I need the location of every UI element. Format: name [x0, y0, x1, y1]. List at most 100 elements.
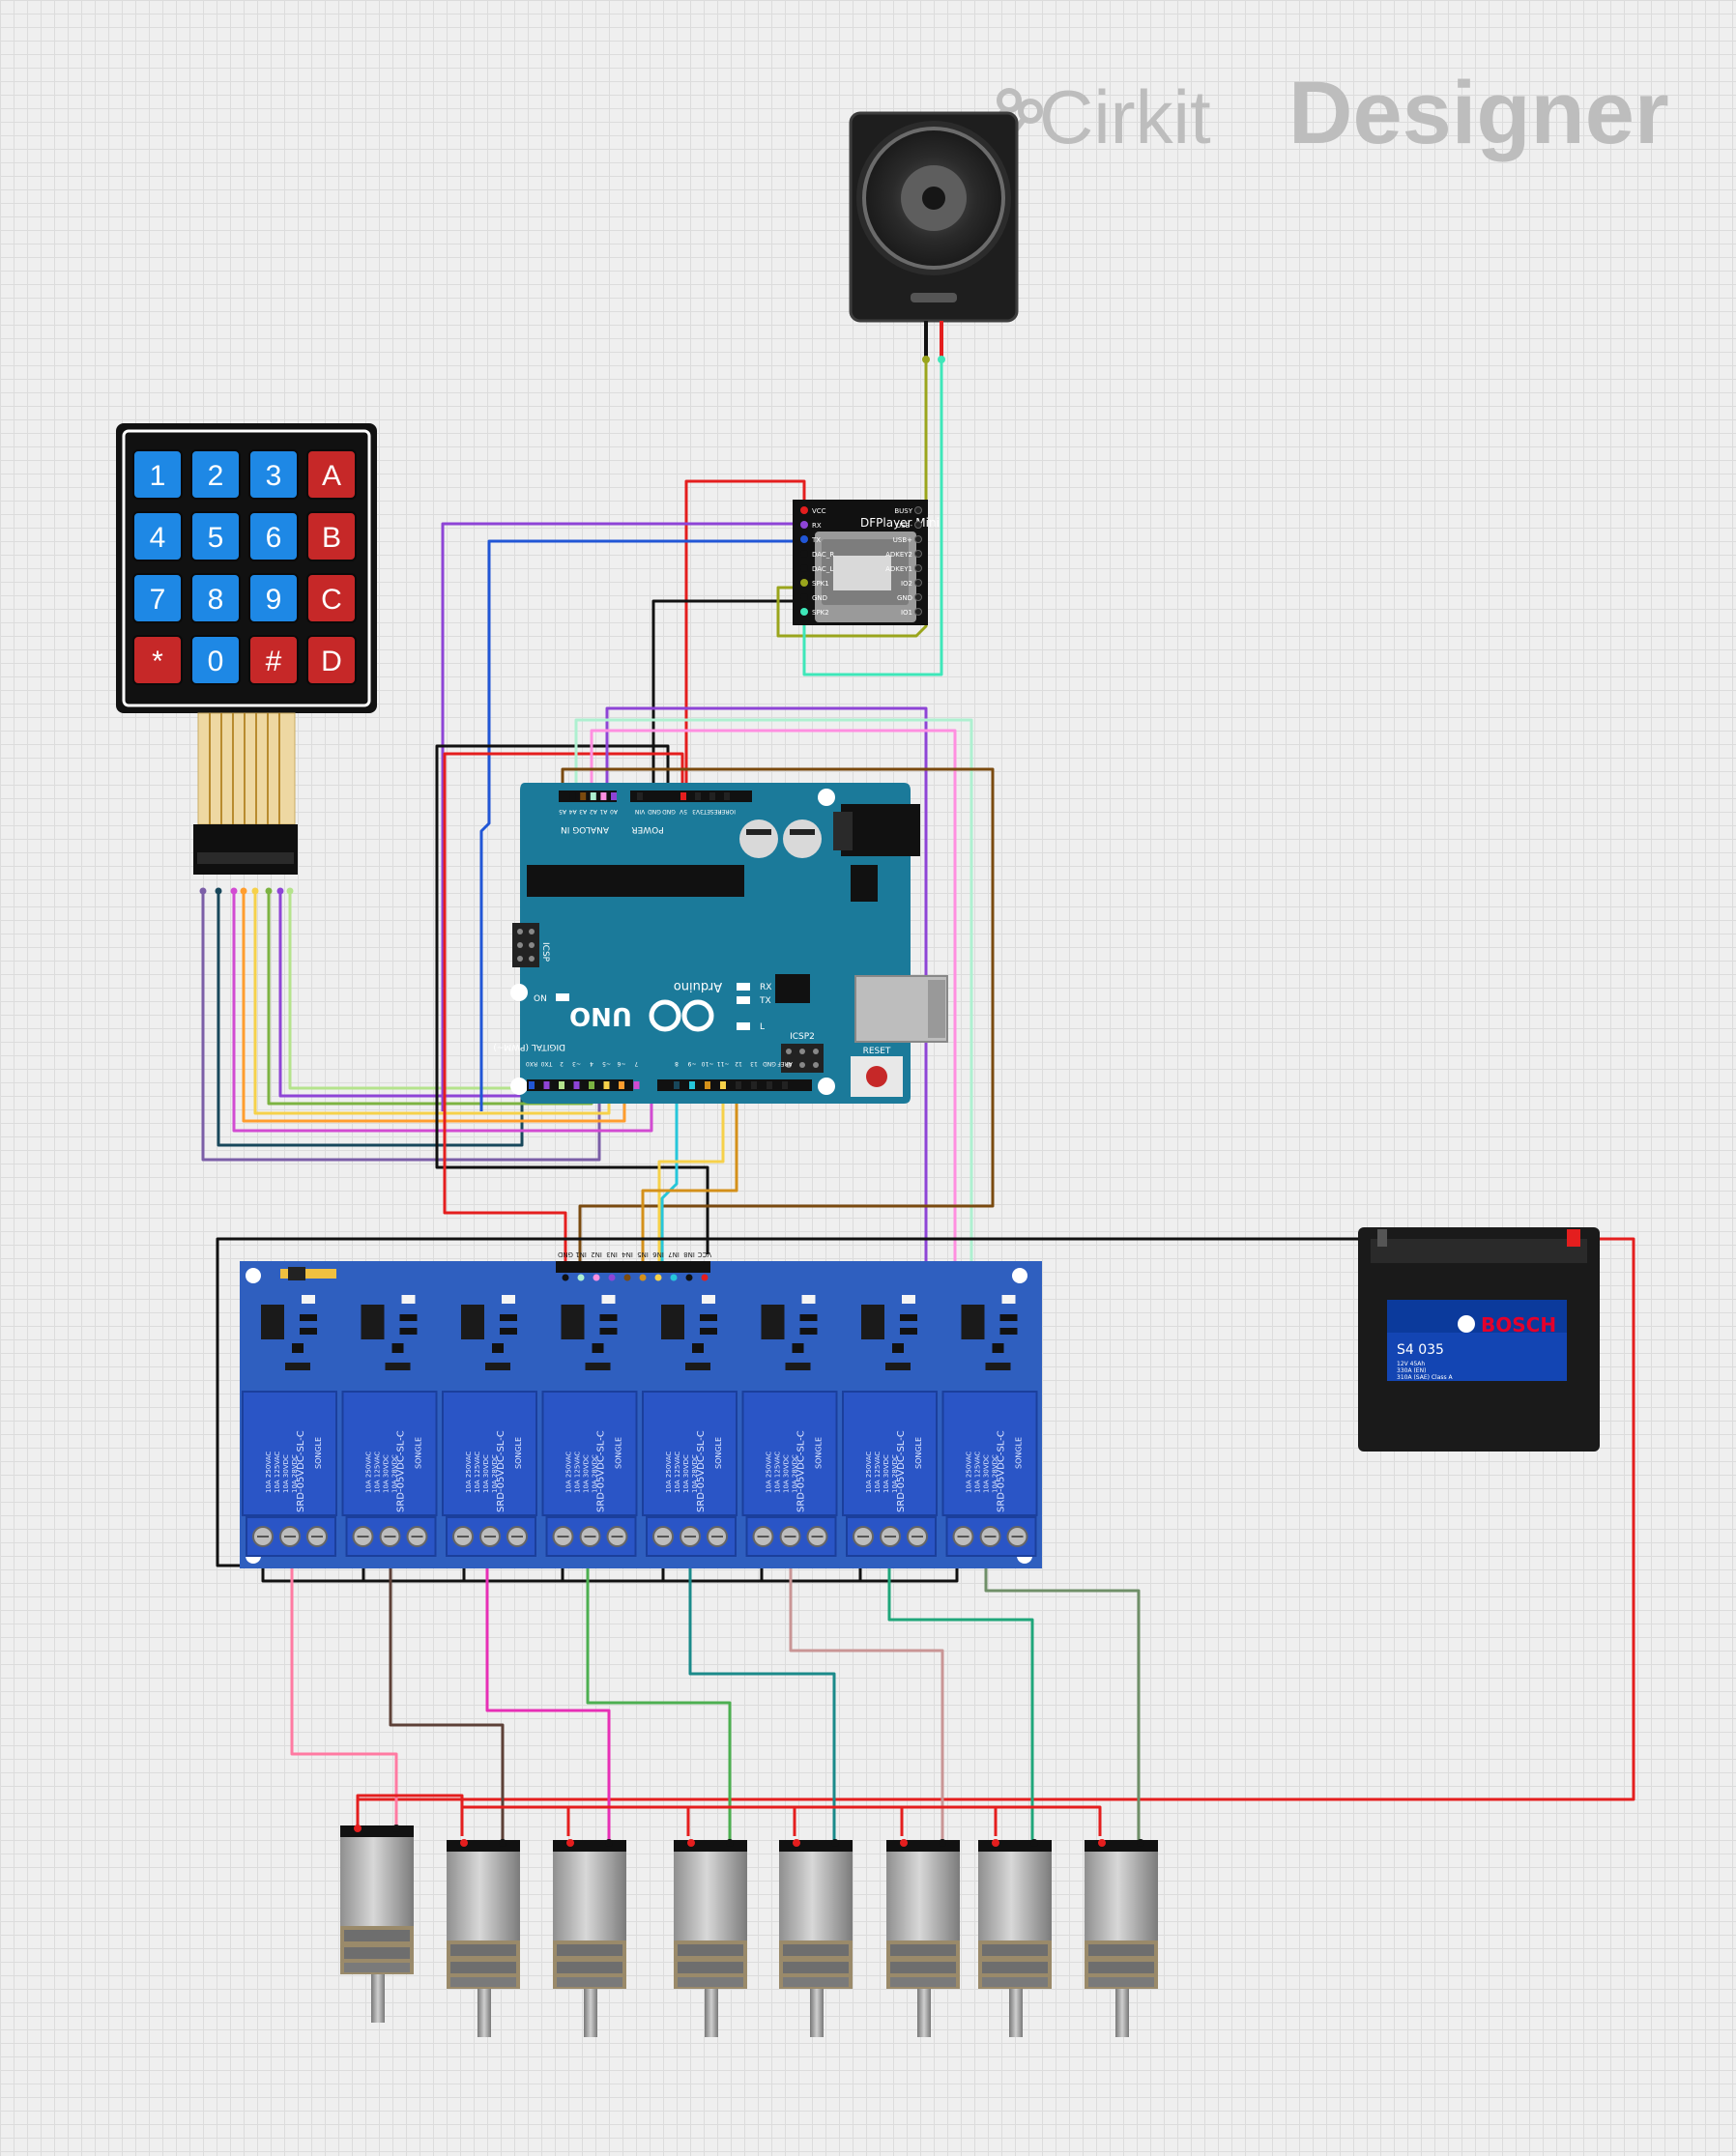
relay-pin-in2[interactable]	[593, 1274, 600, 1281]
arduino-pin-3v3[interactable]	[695, 792, 701, 800]
dfplayer-pin-rx[interactable]	[800, 521, 808, 529]
dfplayer-mini[interactable]: DFPlayer Mini VCCRXTXDAC_RDAC_LSPK1GNDSP…	[793, 500, 940, 625]
arduino-pin-a3[interactable]	[580, 792, 587, 800]
arduino-pin-pwm3[interactable]	[573, 1081, 580, 1089]
dfplayer-pin-spk1[interactable]	[800, 579, 808, 587]
motor-pin-positive[interactable]	[354, 1825, 362, 1832]
dfplayer-pin-vcc[interactable]	[800, 506, 808, 514]
relay-pin-gnd[interactable]	[562, 1274, 569, 1281]
motor-pin-positive[interactable]	[992, 1839, 999, 1847]
dfplayer-pin-gnd[interactable]	[800, 593, 808, 601]
motor-pin-positive[interactable]	[687, 1839, 695, 1847]
arduino-pin-2[interactable]	[559, 1081, 564, 1089]
dfplayer-pin-io2[interactable]	[914, 579, 922, 587]
arduino-pin-a0[interactable]	[611, 792, 617, 800]
arduino-pin-gnd[interactable]	[666, 792, 672, 800]
keypad-key-A[interactable]: A	[306, 449, 357, 500]
keypad-key-8[interactable]: 8	[190, 573, 241, 623]
relay-pin-in4[interactable]	[623, 1274, 631, 1281]
motor-pin-negative[interactable]	[1137, 1839, 1144, 1847]
arduino-pin-pwm9[interactable]	[689, 1081, 695, 1089]
battery-terminal-negative[interactable]	[1377, 1229, 1387, 1247]
arduino-pin-pwm6[interactable]	[619, 1081, 624, 1089]
keypad-key-5[interactable]: 5	[190, 511, 241, 561]
battery-terminal-positive[interactable]	[1567, 1229, 1580, 1247]
dfplayer-pin-dac_l[interactable]	[800, 564, 808, 572]
motor-pin-negative[interactable]	[499, 1839, 506, 1847]
arduino-pin-tx0[interactable]	[543, 1081, 550, 1089]
arduino-uno[interactable]: ICSP ICSP2 RESET UNO Arduino RX TX L ON …	[493, 783, 948, 1104]
arduino-pin-gnd[interactable]	[651, 792, 657, 800]
dc-motor-6[interactable]	[886, 1839, 960, 2037]
arduino-pin-8[interactable]	[674, 1081, 680, 1089]
keypad-key-0[interactable]: 0	[190, 635, 241, 685]
dc-motor-7[interactable]	[978, 1839, 1052, 2037]
dfplayer-pin-gnd[interactable]	[914, 593, 922, 601]
keypad-key-B[interactable]: B	[306, 511, 357, 561]
arduino-pin-rx0[interactable]	[529, 1081, 535, 1089]
dfplayer-pin-dac_r[interactable]	[800, 550, 808, 558]
arduino-pin-7[interactable]	[633, 1081, 640, 1089]
motor-pin-negative[interactable]	[939, 1839, 946, 1847]
speaker-pin-1[interactable]	[922, 356, 930, 363]
keypad-key-#[interactable]: #	[248, 635, 299, 685]
relay-pin-in8[interactable]	[685, 1274, 693, 1281]
keypad-key-*[interactable]: *	[132, 635, 183, 685]
keypad-key-D[interactable]: D	[306, 635, 357, 685]
arduino-pin-pwm5[interactable]	[603, 1081, 610, 1089]
motor-pin-negative[interactable]	[392, 1825, 400, 1832]
arduino-pin-a2[interactable]	[590, 792, 596, 800]
arduino-pin-5v[interactable]	[680, 792, 686, 800]
dfplayer-pin-tx[interactable]	[800, 535, 808, 543]
arduino-pin-12[interactable]	[736, 1081, 741, 1089]
dc-motor-4[interactable]	[674, 1839, 747, 2037]
dfplayer-pin-usb-[interactable]	[914, 521, 922, 529]
dc-motor-8[interactable]	[1085, 1839, 1158, 2037]
motor-pin-positive[interactable]	[1098, 1839, 1106, 1847]
arduino-pin-gnd[interactable]	[767, 1081, 772, 1089]
relay-pin-in3[interactable]	[608, 1274, 616, 1281]
keypad-key-7[interactable]: 7	[132, 573, 183, 623]
battery[interactable]: BOSCH S4 035 12V 45Ah 330A (EN) 310A (SA…	[1358, 1227, 1600, 1452]
keypad-key-6[interactable]: 6	[248, 511, 299, 561]
arduino-pin-a4[interactable]	[569, 792, 576, 800]
relay-pin-in6[interactable]	[654, 1274, 662, 1281]
motor-pin-negative[interactable]	[831, 1839, 839, 1847]
relay-pin-in7[interactable]	[670, 1274, 678, 1281]
dfplayer-pin-io1[interactable]	[914, 608, 922, 616]
motor-pin-positive[interactable]	[460, 1839, 468, 1847]
dfplayer-pin-busy[interactable]	[914, 506, 922, 514]
speaker[interactable]	[849, 111, 1019, 363]
keypad-key-1[interactable]: 1	[132, 449, 183, 500]
dc-motor-2[interactable]	[447, 1839, 520, 2037]
arduino-pin-4[interactable]	[589, 1081, 594, 1089]
relay-pin-vcc[interactable]	[701, 1274, 709, 1281]
keypad-key-2[interactable]: 2	[190, 449, 241, 500]
keypad-pins[interactable]	[199, 887, 294, 895]
keypad-key-C[interactable]: C	[306, 573, 357, 623]
relay-pin-in1[interactable]	[577, 1274, 585, 1281]
jumper[interactable]	[280, 1269, 336, 1279]
motor-pin-positive[interactable]	[793, 1839, 800, 1847]
keypad-key-9[interactable]: 9	[248, 573, 299, 623]
arduino-pin-vin[interactable]	[637, 792, 643, 800]
arduino-pin-pwm10[interactable]	[705, 1081, 710, 1089]
arduino-pin-ioref[interactable]	[724, 792, 730, 800]
arduino-pin-a1[interactable]	[600, 792, 607, 800]
speaker-pin-2[interactable]	[938, 356, 945, 363]
arduino-pin-a5[interactable]	[560, 792, 565, 800]
dfplayer-pin-spk2[interactable]	[800, 608, 808, 616]
keypad-key-3[interactable]: 3	[248, 449, 299, 500]
relay-pin-in5[interactable]	[639, 1274, 647, 1281]
arduino-pin-reset[interactable]	[709, 792, 715, 800]
arduino-pin-13[interactable]	[751, 1081, 757, 1089]
motor-pin-positive[interactable]	[566, 1839, 574, 1847]
dc-motor-3[interactable]	[553, 1839, 626, 2037]
motor-pin-positive[interactable]	[900, 1839, 908, 1847]
